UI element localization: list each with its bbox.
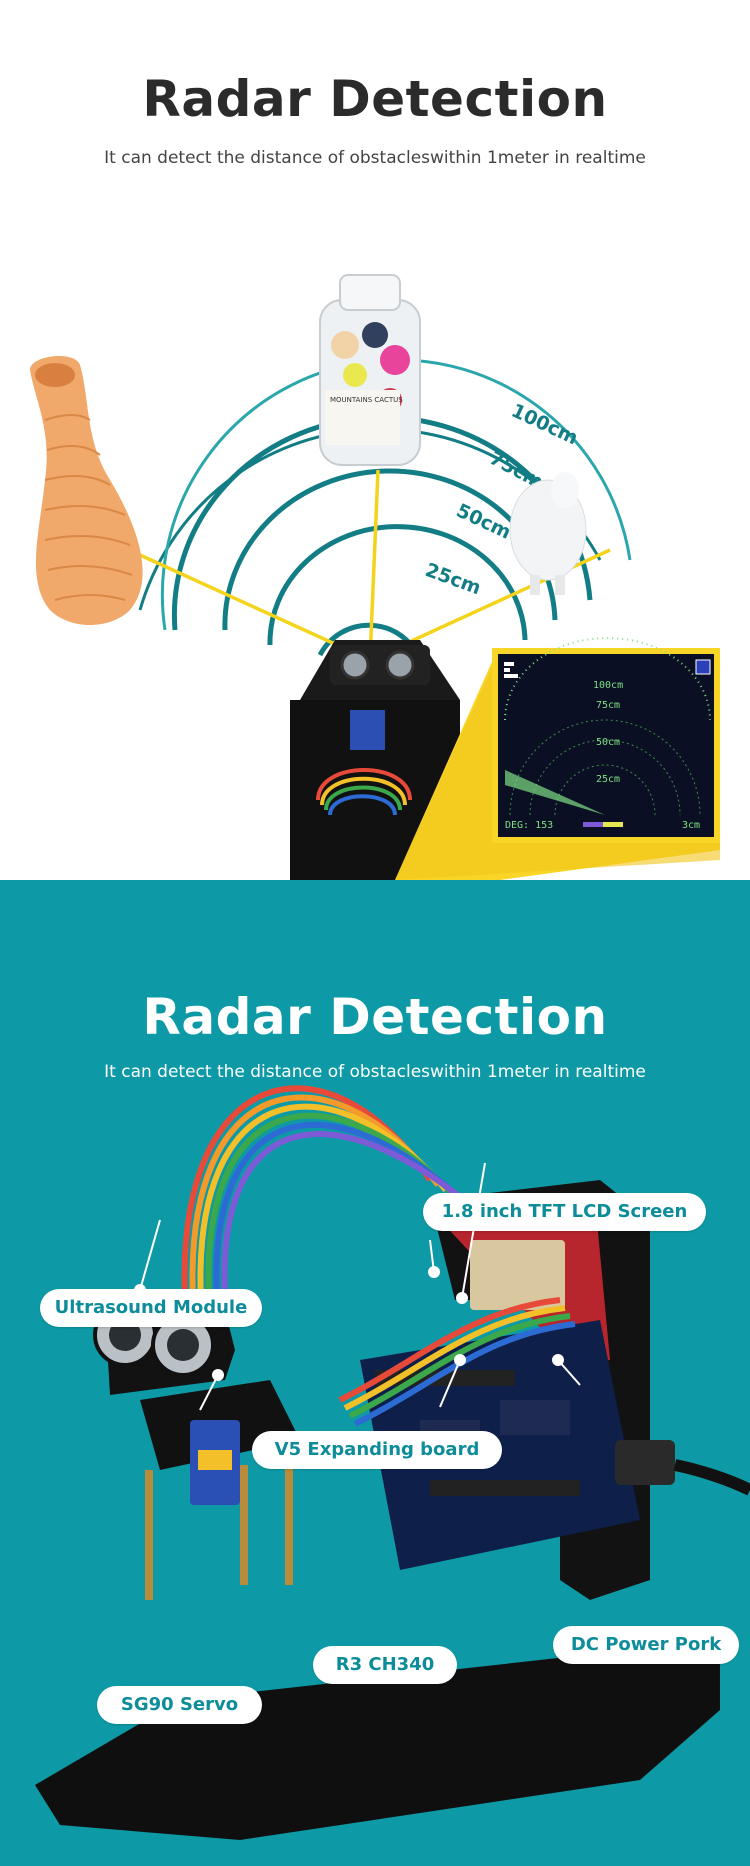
lcd-deg-label: DEG: 153 bbox=[505, 820, 553, 831]
ring-label-25: 25cm bbox=[422, 559, 484, 599]
glass-jar-image: MOUNTAINS CACTUS bbox=[319, 274, 421, 466]
lcd-radar-screen: 100cm 75cm 50cm 25cm DEG: 153 3cm bbox=[492, 637, 720, 843]
beam-top bbox=[368, 469, 380, 661]
rainbow-cable bbox=[181, 1085, 472, 1301]
lcd-ring-100: 100cm bbox=[593, 680, 623, 691]
section2-subtitle: It can detect the distance of obstaclesw… bbox=[104, 1062, 646, 1082]
callout-sg90-servo: SG90 Servo bbox=[97, 1686, 262, 1724]
lcd-ring-75: 75cm bbox=[596, 700, 620, 711]
lcd-ring-25: 25cm bbox=[596, 774, 620, 785]
acrylic-base-plate bbox=[35, 1640, 720, 1840]
ring-label-50: 50cm bbox=[453, 500, 514, 544]
callout-ultrasound-module: Ultrasound Module bbox=[40, 1289, 262, 1327]
callout-v5-expanding-board: V5 Expanding board bbox=[252, 1431, 502, 1469]
callout-dc-power: DC Power Pork bbox=[553, 1626, 739, 1664]
orange-vase-image bbox=[30, 355, 143, 625]
callout-lcd-screen: 1.8 inch TFT LCD Screen bbox=[423, 1193, 706, 1231]
hardware-illustration bbox=[35, 1085, 750, 1840]
lcd-display-back bbox=[470, 1240, 565, 1310]
section1-title: Radar Detection bbox=[142, 70, 608, 128]
radar-illustration: 100cm 75cm 50cm 25cm bbox=[30, 274, 720, 880]
jar-label: MOUNTAINS CACTUS bbox=[330, 396, 403, 404]
white-figurine-image bbox=[509, 472, 587, 595]
radar-ring-25 bbox=[267, 524, 528, 646]
dc-jack bbox=[615, 1440, 675, 1485]
lcd-ring-50: 50cm bbox=[596, 737, 620, 748]
beam-left bbox=[139, 553, 371, 662]
radar-detection-section-teal: Radar Detection It can detect the distan… bbox=[0, 880, 750, 1866]
lcd-distance-label: 3cm bbox=[682, 820, 700, 831]
ring-label-100: 100cm bbox=[508, 400, 581, 450]
radar-detection-section-light: Radar Detection It can detect the distan… bbox=[0, 0, 750, 880]
section1-subtitle: It can detect the distance of obstaclesw… bbox=[104, 148, 646, 168]
section2-title: Radar Detection bbox=[142, 988, 608, 1046]
callout-r3-ch340: R3 CH340 bbox=[313, 1646, 457, 1684]
